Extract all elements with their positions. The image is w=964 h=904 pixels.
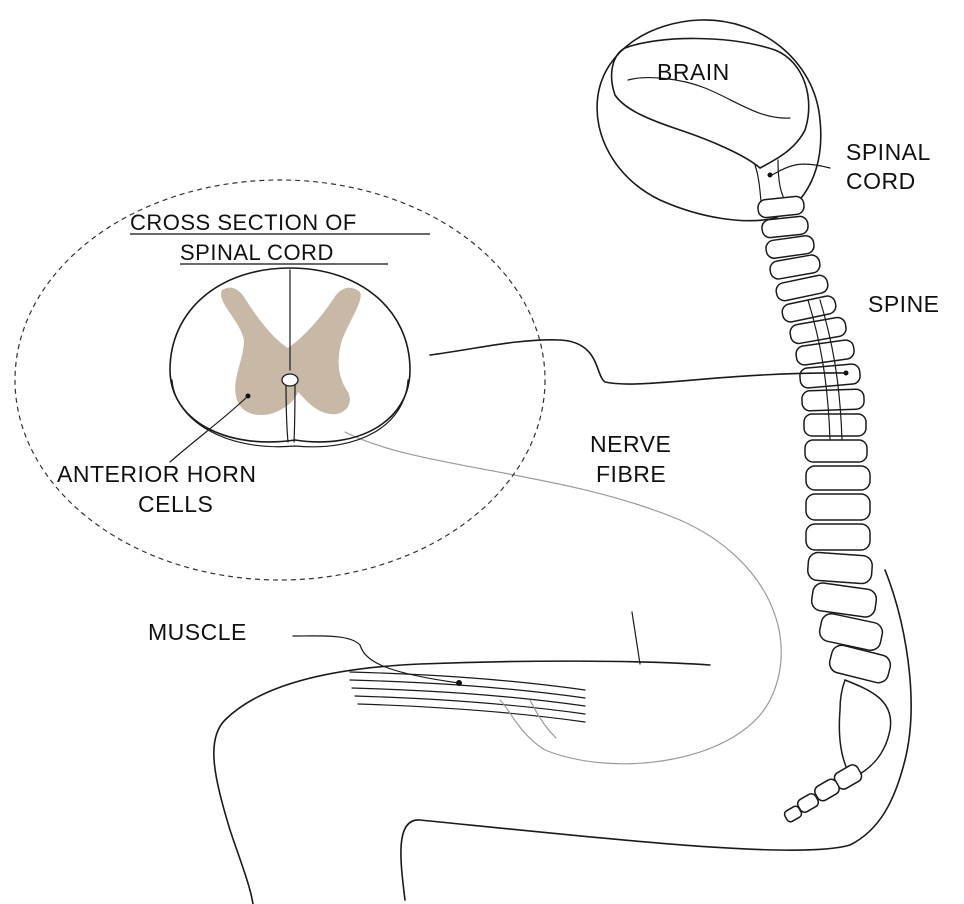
body-outline: [214, 570, 911, 904]
muscle-label: MUSCLE: [148, 619, 247, 645]
nerve-fibre-to-muscle: [345, 432, 781, 764]
brain-label: BRAIN: [657, 59, 730, 85]
cross-section-title-line1: CROSS SECTION OF: [130, 210, 357, 235]
spinal-cord-cross-section: [170, 268, 410, 447]
anterior-horn-label-line2: CELLS: [138, 491, 213, 517]
spinal-cord-label-line1: SPINAL: [846, 139, 931, 165]
spinal-cord-leader: [772, 164, 830, 175]
anterior-horn-label-line1: ANTERIOR HORN: [57, 461, 256, 487]
spine: [757, 196, 892, 824]
nerve-fibre-label-line2: FIBRE: [596, 461, 666, 487]
brain: [612, 38, 809, 168]
head-outline: [597, 20, 821, 221]
cross-section-title-line2: SPINAL CORD: [180, 240, 334, 265]
spinal-cord-label-line2: CORD: [846, 168, 916, 194]
grey-matter: [221, 288, 361, 415]
spine-label: SPINE: [868, 291, 940, 317]
nerve-fibre-to-cord: [430, 340, 846, 384]
nerve-fibre-label-line1: NERVE: [590, 431, 671, 457]
muscle-fibres: [350, 672, 585, 722]
